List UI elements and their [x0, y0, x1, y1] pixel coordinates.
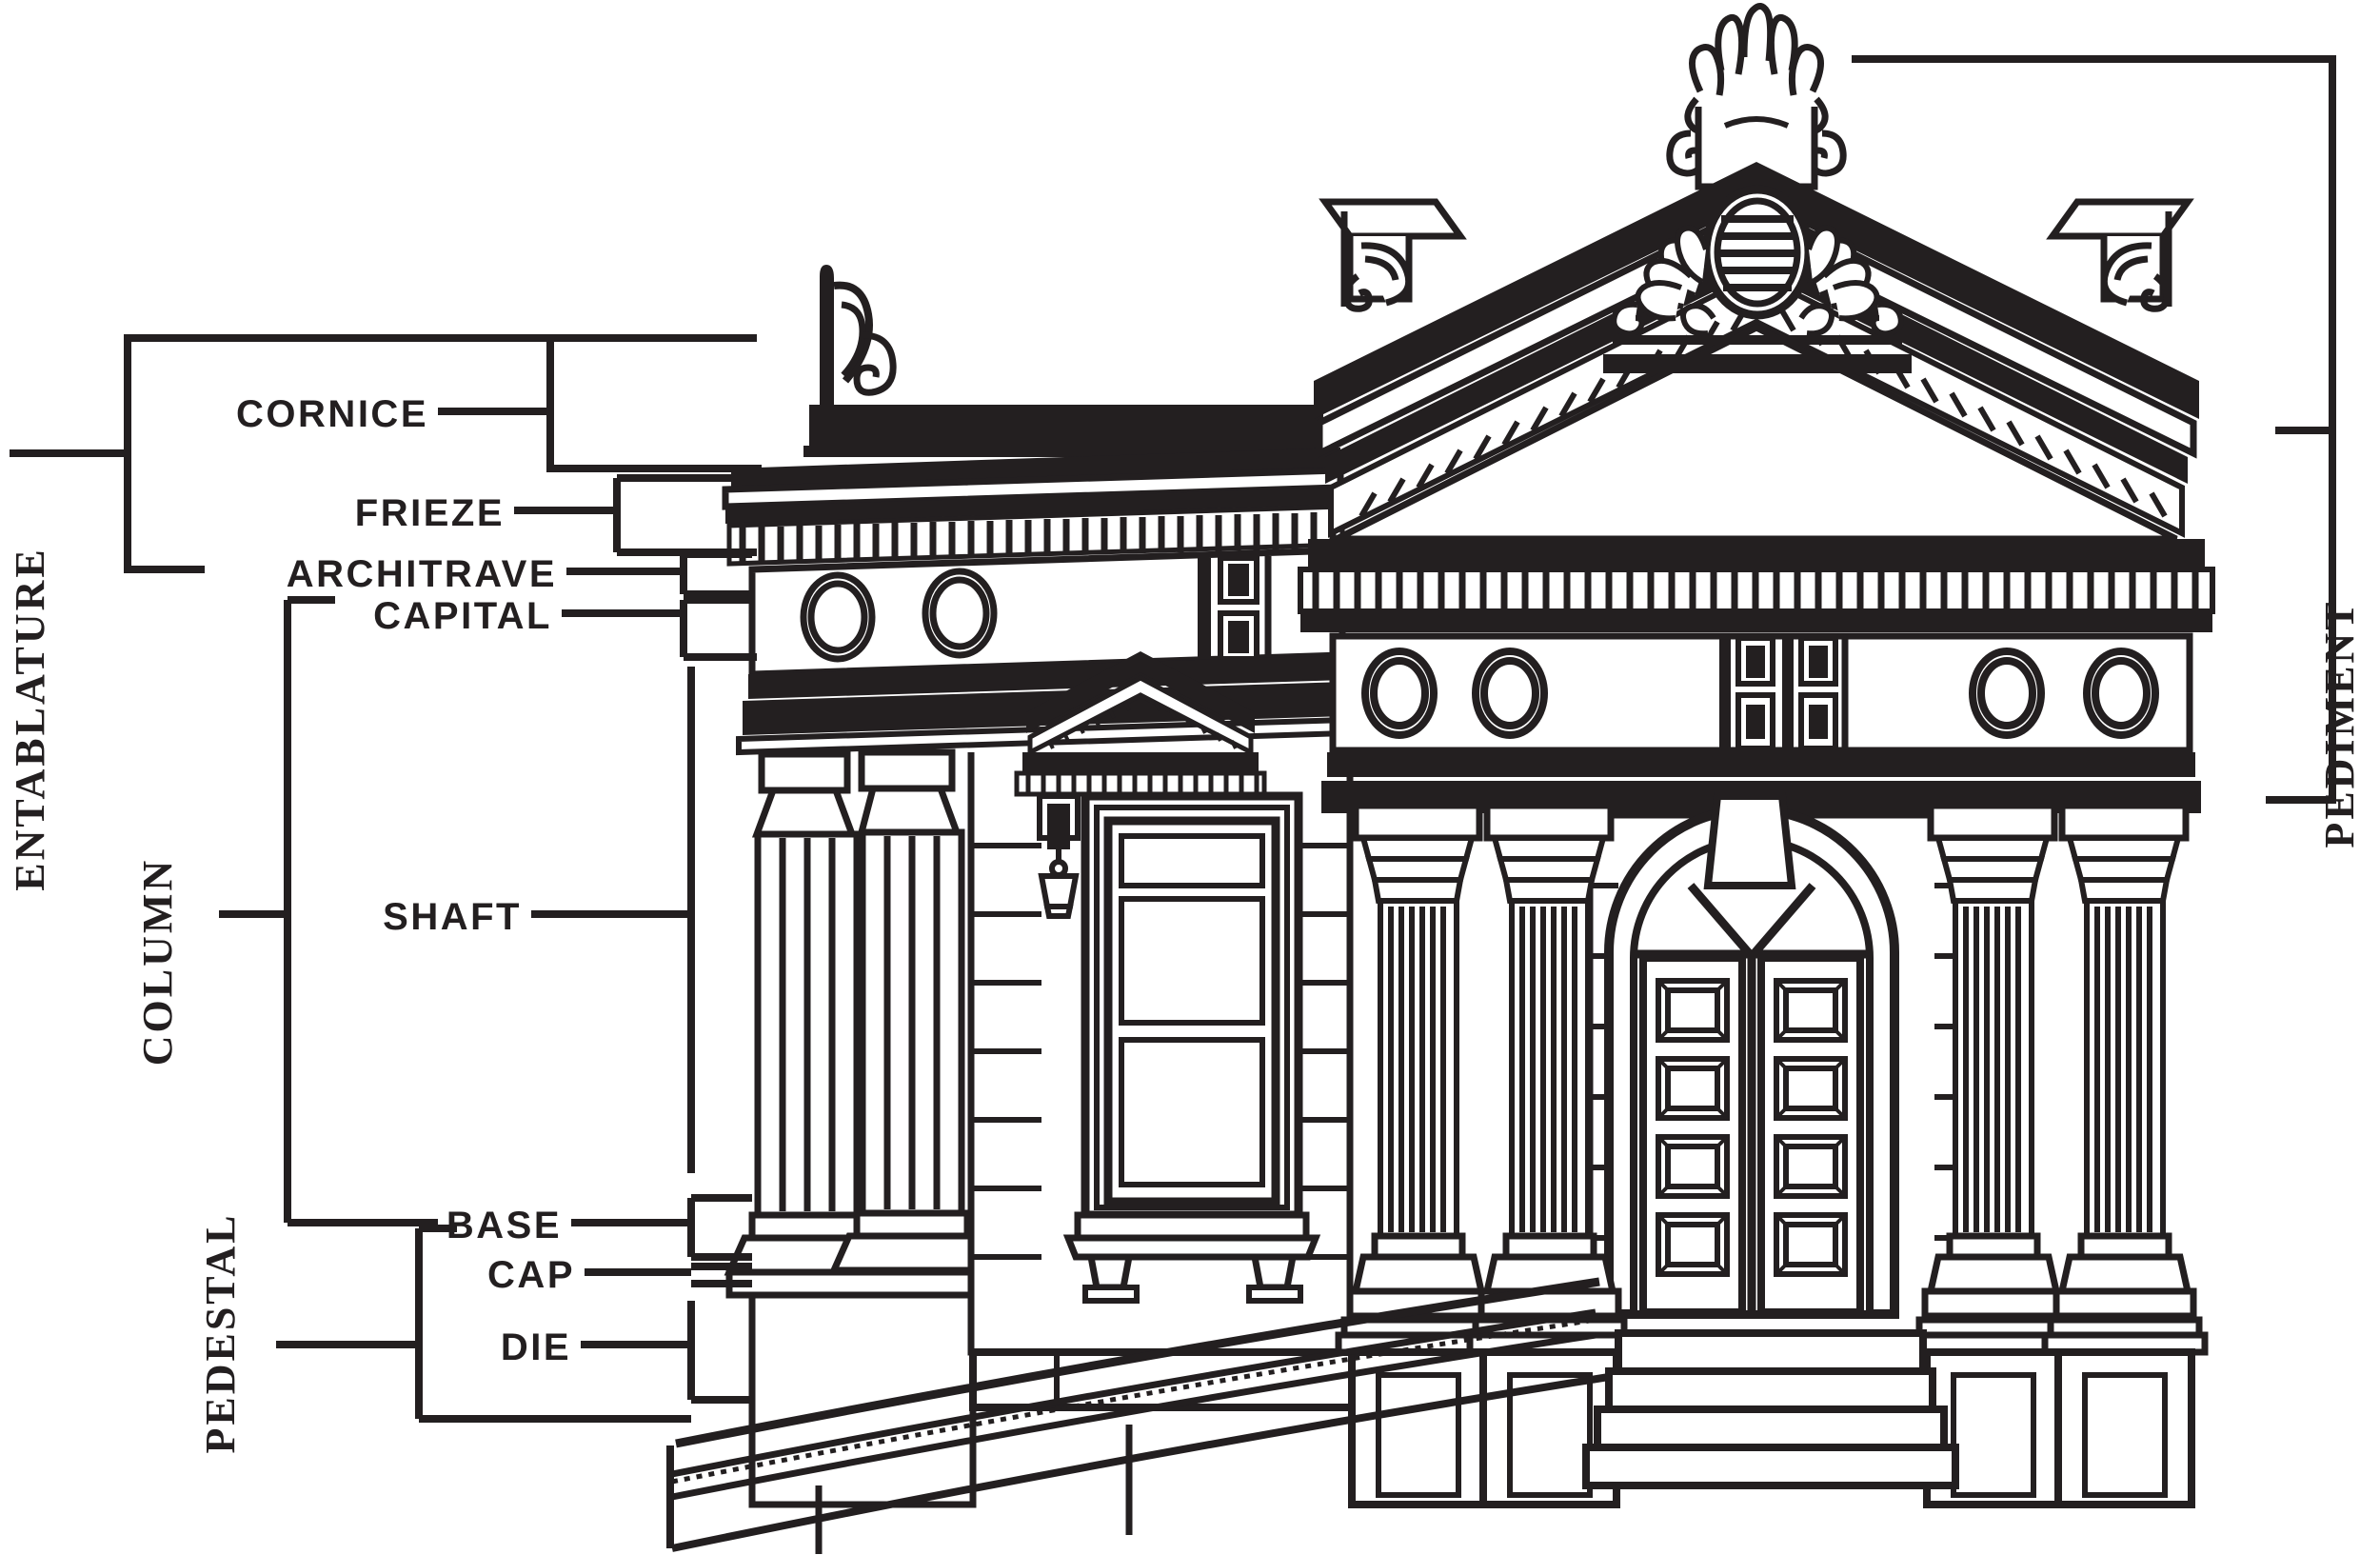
label-cap: CAP — [487, 1254, 575, 1296]
base-leader — [571, 1194, 752, 1261]
window-sash-upper — [1119, 896, 1265, 1026]
labels: CORNICE FRIEZE ARCHITRAVE CAPITAL SHAFT … — [7, 393, 2363, 1454]
wing-architrave-upper — [748, 655, 1344, 699]
door-fanlight — [1687, 883, 1816, 1314]
label-shaft: SHAFT — [383, 896, 522, 938]
shaft-leader — [531, 667, 695, 1173]
main-cornice-crown — [1308, 539, 2205, 568]
die-leader — [581, 1301, 752, 1404]
label-pedestal: PEDESTAL — [197, 1212, 244, 1453]
wall-sconce-icon — [1037, 793, 1081, 919]
triglyph-panel — [1198, 555, 1272, 665]
main-architrave-upper — [1327, 752, 2195, 777]
wing-cornice-crown — [731, 448, 1340, 489]
corner-acroterion-icon — [2046, 198, 2194, 312]
cap-leader — [585, 1263, 752, 1287]
main-portico — [1298, 3, 2215, 1508]
column-bracket — [219, 596, 438, 1226]
main-cornice-bed — [1300, 613, 2212, 632]
label-die: DIE — [501, 1326, 571, 1368]
label-base: BASE — [446, 1205, 562, 1246]
wing-capital — [751, 748, 962, 838]
door-keystone — [1703, 792, 1796, 889]
window-cornice-dentils — [1025, 775, 1259, 792]
main-dentil-teeth — [1312, 571, 2199, 609]
label-frieze: FRIEZE — [355, 492, 505, 534]
label-column: COLUMN — [134, 858, 181, 1066]
sill-bracket — [1250, 1253, 1298, 1291]
left-wing — [722, 265, 1432, 1508]
window-sash-lower — [1119, 1037, 1265, 1187]
leader-lines — [10, 55, 2336, 1423]
wing-pedestal-die — [748, 1291, 977, 1508]
pedestal-bracket — [276, 1225, 691, 1423]
triglyph-panel — [1719, 635, 1849, 751]
window-pediment-dentils — [1047, 702, 1238, 749]
door-panel — [1656, 978, 1848, 1277]
tympanum-vent-and-palmettes — [1603, 185, 1912, 373]
frieze-medallion — [800, 568, 998, 663]
window-pediment-raking — [1026, 651, 1255, 733]
window-sill — [1074, 1211, 1310, 1242]
wing-cornice-band — [725, 488, 1340, 524]
entablature-bracket — [10, 334, 205, 573]
pediment-bracket — [1852, 55, 2336, 804]
wing-roof-fascia — [809, 405, 1323, 446]
frieze-medallion — [1361, 648, 2159, 739]
arched-entry-door[interactable] — [1604, 792, 1899, 1319]
curved-retaining-wall — [666, 1277, 1610, 1554]
architrave-leader — [566, 550, 752, 598]
column-shaft — [1378, 898, 2166, 1239]
window-transom — [1119, 833, 1265, 888]
wing-column-base — [724, 1209, 996, 1299]
sill-bracket — [1086, 1253, 1134, 1291]
label-cornice: CORNICE — [236, 393, 428, 435]
corner-acroterion-icon — [1319, 198, 1467, 312]
cornice-leader — [205, 334, 762, 472]
label-pediment: PEDIMENT — [2316, 599, 2363, 847]
capital-leader — [562, 596, 757, 661]
label-architrave: ARCHITRAVE — [287, 553, 557, 595]
entry-steps — [1582, 1329, 1959, 1489]
wing-pilaster-shaft — [754, 828, 965, 1219]
label-entablature: ENTABLATURE — [7, 547, 53, 890]
pedimented-window — [1014, 651, 1321, 1304]
label-capital: CAPITAL — [373, 595, 552, 637]
column-capital — [1359, 835, 2182, 904]
acroterion-icon — [820, 265, 897, 405]
